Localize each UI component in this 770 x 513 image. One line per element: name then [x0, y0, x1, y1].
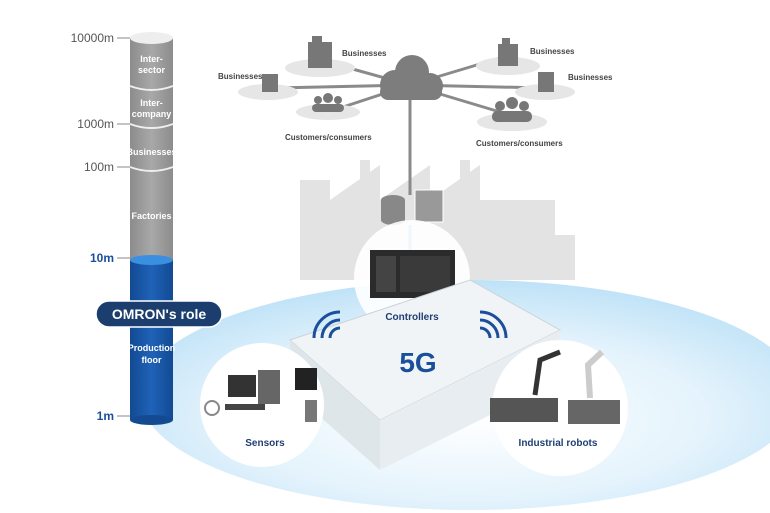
label-businesses: Businesses [342, 49, 387, 58]
robots-circle [492, 340, 628, 476]
label-businesses: Businesses [568, 73, 613, 82]
controller-device-icon [370, 250, 455, 298]
label-businesses: Businesses [218, 72, 263, 81]
scale-tick-label: 10m [90, 251, 114, 265]
wireless-signal-icon [479, 310, 508, 339]
label-5g: 5G [399, 347, 436, 378]
label-sensors: Sensors [245, 438, 285, 449]
segment-businesses: Businesses [126, 147, 176, 157]
building-icon [262, 74, 278, 92]
scale-column [129, 32, 174, 425]
segment-intersector: Inter- [140, 54, 163, 64]
building-icon [308, 36, 332, 68]
wireless-signal-icon [312, 310, 341, 339]
label-customers: Customers/consumers [285, 133, 372, 142]
building-icon [538, 72, 554, 92]
scale-ticks [117, 37, 130, 417]
scale-tick-label: 10000m [71, 31, 114, 45]
scale-tick-label: 1m [97, 409, 114, 423]
scale-tick-label: 1000m [77, 117, 114, 131]
label-businesses: Businesses [530, 47, 575, 56]
omron-role-badge [95, 300, 223, 328]
label-controllers: Controllers [385, 312, 439, 323]
people-icon [312, 93, 344, 112]
building-icon [498, 38, 518, 66]
label-customers: Customers/consumers [476, 139, 563, 148]
people-icon [492, 97, 532, 122]
sensor-devices-icon [204, 368, 317, 422]
segment-intercompany: company [132, 109, 172, 119]
database-server-icon [381, 189, 444, 225]
scale-tick-label: 100m [84, 160, 114, 174]
segment-production-floor: Production [128, 343, 176, 353]
cloud-icon [380, 55, 443, 100]
segment-factories: Factories [131, 211, 171, 221]
segment-intersector: sector [138, 65, 166, 75]
industrial-robots-icon [490, 349, 620, 424]
omron-role-label: OMRON's role [112, 306, 207, 322]
segment-intercompany: Inter- [140, 98, 163, 108]
segment-production-floor: floor [142, 355, 162, 365]
label-industrial-robots: Industrial robots [519, 438, 598, 449]
